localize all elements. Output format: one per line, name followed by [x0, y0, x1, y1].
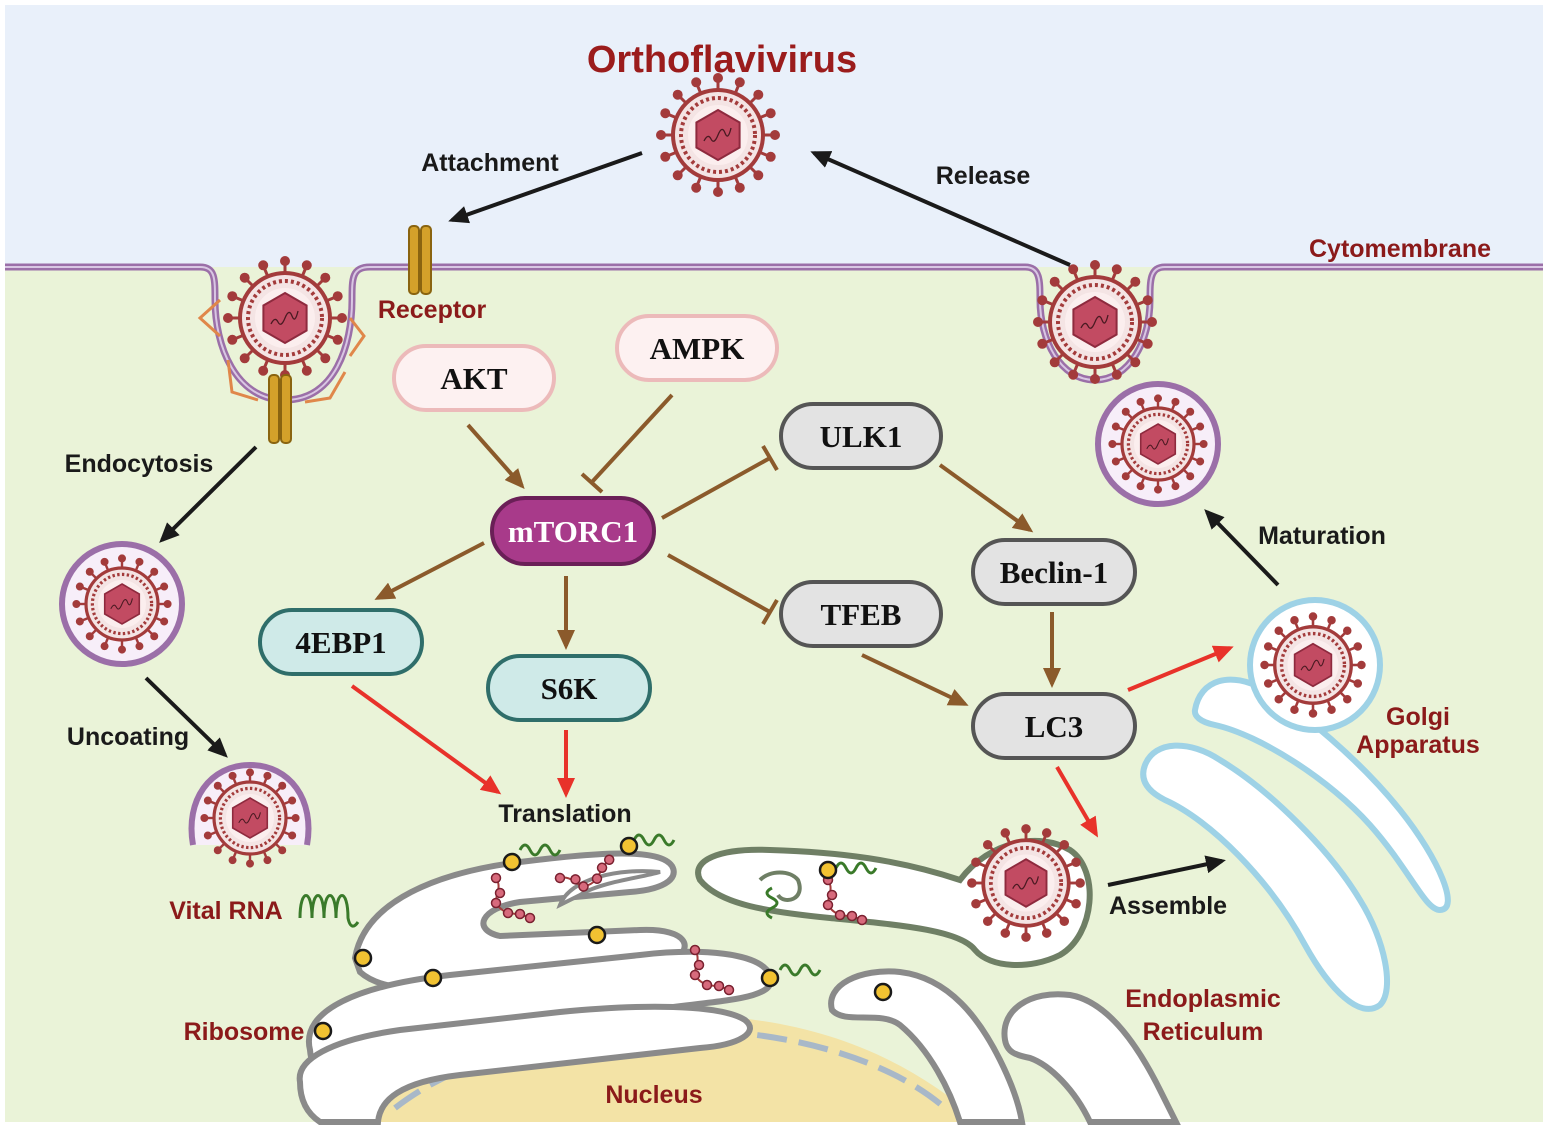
label-attachment: Attachment	[421, 149, 559, 177]
node-ampk: AMPK	[615, 314, 779, 382]
label-er-line1: Endoplasmic	[1125, 985, 1281, 1013]
edge-lc3-golgi	[1127, 645, 1234, 692]
label-release: Release	[936, 162, 1031, 190]
node-beclin1: Beclin-1	[971, 538, 1137, 606]
label-golgi-line1: Golgi	[1386, 703, 1450, 731]
node-4ebp1: 4EBP1	[258, 608, 424, 676]
receptor-bound-icon	[268, 374, 292, 444]
svg-text:AKT: AKT	[440, 361, 508, 396]
edge-ulk1-beclin1	[938, 463, 1034, 533]
edge-mtorc1-inhibits-ulk1	[661, 444, 779, 520]
virion-er-assembly	[966, 823, 1086, 943]
title-orthoflavivirus: Orthoflavivirus	[587, 39, 857, 81]
endoplasmic-reticulum	[296, 850, 775, 1125]
node-mtorc1: mTORC1	[490, 496, 656, 566]
label-golgi-line2: Apparatus	[1356, 731, 1480, 759]
label-assemble: Assemble	[1109, 892, 1227, 920]
label-er-line2: Reticulum	[1143, 1018, 1264, 1046]
edge-lc3-er	[1055, 765, 1099, 838]
arrow-endocytosis	[159, 445, 258, 543]
svg-text:4EBP1: 4EBP1	[295, 625, 386, 660]
svg-text:Beclin-1: Beclin-1	[1000, 555, 1109, 590]
label-receptor: Receptor	[378, 296, 487, 324]
node-tfeb: TFEB	[779, 580, 943, 648]
svg-text:LC3: LC3	[1025, 709, 1084, 744]
svg-text:mTORC1: mTORC1	[508, 514, 638, 549]
virion-release	[1032, 259, 1158, 385]
edge-4ebp1-translation	[350, 684, 502, 795]
virion-extracellular	[655, 72, 781, 198]
virion-endosome	[59, 541, 185, 667]
svg-text:TFEB: TFEB	[821, 597, 902, 632]
svg-text:AMPK: AMPK	[650, 331, 745, 366]
virion-mature-vesicle	[1095, 381, 1221, 507]
arrow-maturation	[1204, 509, 1280, 587]
arrow-uncoating	[144, 676, 228, 758]
receptor-icon	[408, 225, 432, 295]
node-ulk1: ULK1	[779, 402, 943, 470]
edge-mtorc1-4ebp1	[374, 541, 485, 600]
label-cytomembrane: Cytomembrane	[1309, 235, 1491, 263]
clathrin-coat	[197, 298, 366, 404]
arrow-assemble	[1107, 855, 1226, 887]
label-translation: Translation	[498, 800, 631, 828]
node-s6k: S6K	[486, 654, 652, 722]
virion-attachment	[222, 255, 348, 381]
label-uncoating: Uncoating	[67, 723, 189, 751]
viral-rna-strands	[518, 833, 878, 977]
label-endocytosis: Endocytosis	[65, 450, 214, 478]
edge-akt-mtorc1	[466, 423, 525, 489]
label-maturation: Maturation	[1258, 522, 1386, 550]
ribosomes	[313, 836, 893, 1041]
arrow-release	[810, 151, 1071, 267]
edge-mtorc1-inhibits-tfeb	[667, 553, 779, 626]
svg-text:S6K: S6K	[541, 671, 598, 706]
label-nucleus: Nucleus	[605, 1081, 702, 1109]
node-akt: AKT	[392, 344, 556, 412]
edge-ampk-inhibits-mtorc1	[580, 393, 674, 494]
node-lc3: LC3	[971, 692, 1137, 760]
label-ribosome: Ribosome	[184, 1018, 305, 1046]
svg-text:ULK1: ULK1	[820, 419, 903, 454]
vital-rna-icon	[298, 894, 360, 928]
label-vital-rna: Vital RNA	[169, 897, 282, 925]
arrow-attachment	[448, 151, 643, 224]
virion-uncoating	[188, 761, 312, 869]
edge-tfeb-lc3	[861, 653, 969, 706]
virion-golgi	[1259, 611, 1367, 719]
